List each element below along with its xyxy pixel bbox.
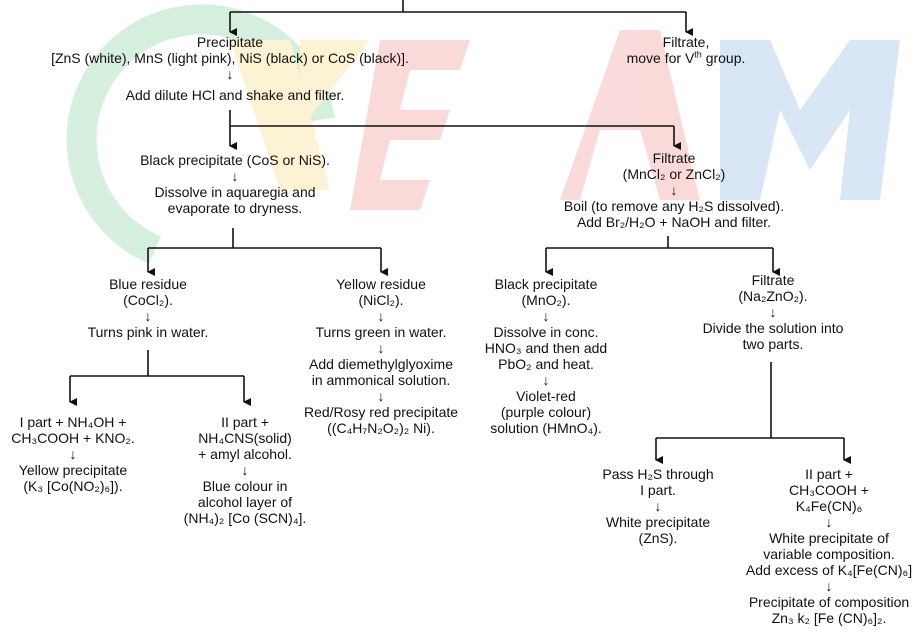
arrow-down-icon: ↓ — [670, 182, 678, 198]
yellow-residue-title: Yellow residue — [336, 276, 426, 292]
yellow-residue-formula: (NiCl₂). — [358, 292, 404, 308]
arrow-down-icon: ↓ — [377, 388, 385, 404]
filtrate-title: Filtrate, — [662, 34, 710, 50]
blue-residue-formula: (CoCl₂). — [123, 292, 173, 308]
arrow-down-icon: ↓ — [144, 308, 152, 324]
filtrate-zn-formula: (Na₂ZnO₂). — [738, 288, 808, 304]
arrow-down-icon: ↓ — [377, 340, 385, 356]
black-mno2-formula: (MnO₂). — [521, 292, 571, 308]
zn-i-line-4: (ZnS). — [638, 530, 678, 546]
arrow-down-icon: ↓ — [769, 304, 777, 320]
zn-ii-line-5: variable composition. — [763, 546, 895, 562]
zn-i-line-1: Pass H₂S through — [602, 466, 714, 482]
black-precipitate-node: Black precipitate (CoS or NiS). ↓ Dissol… — [110, 152, 360, 216]
filtrate-mn-formula: (MnCl₂ or ZnCl₂) — [622, 166, 726, 182]
arrow-down-icon: ↓ — [654, 498, 662, 514]
zn-ii-line-8: Zn₃ k₂ [Fe (CN)₆]₂. — [771, 610, 887, 626]
co-ii-line-3: + amyl alcohol. — [198, 446, 292, 462]
cobalt-i-part-node: I part + NH₄OH + CH₃COOH + KNO₂. ↓ Yello… — [0, 414, 146, 494]
violet-line-3: solution (HMnO₄). — [490, 420, 602, 436]
cobalt-ii-part-node: II part + NH₄CNS(solid) + amyl alcohol. … — [174, 414, 316, 526]
arrow-down-icon: ↓ — [542, 308, 550, 324]
turns-green-text: Turns green in water. — [315, 324, 447, 340]
filtrate-sup: th — [694, 49, 702, 60]
filtrate-move-text: move for V — [626, 50, 695, 66]
add-hcl-step: Add dilute HCl and shake and filter. — [125, 87, 345, 103]
co-i-line-4: (K₃ [Co(NO₂)₆]). — [23, 478, 123, 494]
filtrate-zn-title: Filtrate — [751, 272, 795, 288]
zn-ii-line-6: Add excess of K₄[Fe(CN)₆] — [745, 562, 913, 578]
zn-i-line-3: White precipitate — [605, 514, 711, 530]
arrow-down-icon: ↓ — [69, 446, 77, 462]
conc-line-2: HNO₃ and then add — [484, 340, 608, 356]
co-ii-line-2: NH₄CNS(solid) — [198, 430, 292, 446]
dmg-line-1: Add diemethylglyoxime — [309, 356, 453, 372]
blue-residue-title: Blue residue — [109, 276, 187, 292]
zn-i-line-2: I part. — [640, 482, 676, 498]
conc-line-1: Dissolve in conc. — [493, 324, 599, 340]
violet-line-1: Violet-red — [516, 388, 576, 404]
zinc-ii-part-node: II part + CH₃COOH + K₄Fe(CN)₆ ↓ White pr… — [736, 466, 922, 626]
conc-line-3: PbO₂ and heat. — [498, 356, 594, 372]
zn-ii-line-1: II part + — [805, 466, 853, 482]
co-ii-line-1: II part + — [221, 414, 269, 430]
zinc-i-part-node: Pass H₂S through I part. ↓ White precipi… — [590, 466, 726, 546]
arrow-down-icon: ↓ — [825, 578, 833, 594]
divide-line-2: two parts. — [742, 336, 804, 352]
co-i-line-2: CH₃COOH + KNO₂. — [11, 430, 135, 446]
black-precipitate-text: Black precipitate (CoS or NiS). — [140, 152, 330, 168]
yellow-residue-node: Yellow residue (NiCl₂). ↓ Turns green in… — [296, 276, 466, 436]
filtrate-mn-title: Filtrate — [652, 150, 696, 166]
filtrate-zn-node: Filtrate (Na₂ZnO₂). ↓ Divide the solutio… — [676, 272, 870, 352]
divide-line-1: Divide the solution into — [702, 320, 844, 336]
precipitate-list: [ZnS (white), MnS (light pink), NiS (bla… — [51, 50, 409, 66]
precipitate-group-node: Precipitate [ZnS (white), MnS (light pin… — [20, 34, 440, 82]
arrow-down-icon: ↓ — [231, 168, 239, 184]
co-i-line-1: I part + NH₄OH + — [19, 414, 127, 430]
dissolve-line-1: Dissolve in aquaregia and — [154, 184, 316, 200]
filtrate-mn-zn-node: Filtrate (MnCl₂ or ZnCl₂) ↓ Boil (to rem… — [524, 150, 824, 230]
red-ppt-line-1: Red/Rosy red precipitate — [303, 404, 459, 420]
filtrate-fifth-group-node: Filtrate, move for Vth group. — [596, 34, 776, 66]
zn-ii-line-4: White precipitate of — [769, 530, 889, 546]
co-ii-line-4: Blue colour in — [202, 478, 288, 494]
co-ii-line-5: alcohol layer of — [197, 494, 293, 510]
dmg-line-2: in ammonical solution. — [311, 372, 451, 388]
precipitate-title: Precipitate — [196, 34, 264, 50]
arrow-down-icon: ↓ — [825, 514, 833, 530]
arrow-down-icon: ↓ — [241, 462, 249, 478]
arrow-down-icon: ↓ — [542, 372, 550, 388]
blue-residue-node: Blue residue (CoCl₂). ↓ Turns pink in wa… — [60, 276, 236, 340]
arrow-down-icon: ↓ — [377, 308, 385, 324]
zn-ii-line-7: Precipitate of composition — [748, 594, 910, 610]
zn-ii-line-3: K₄Fe(CN)₆ — [795, 498, 863, 514]
co-ii-line-6: (NH₄)₂ [Co (SCN)₄]. — [183, 510, 307, 526]
filtrate-group-text: group. — [701, 50, 746, 66]
arrow-down-icon: ↓ — [226, 66, 234, 82]
red-ppt-line-2: ((C₄H₇N₂O₂)₂ Ni). — [327, 420, 435, 436]
dissolve-line-2: evaporate to dryness. — [167, 200, 303, 216]
co-i-line-3: Yellow precipitate — [18, 462, 128, 478]
black-mno2-node: Black precipitate (MnO₂). ↓ Dissolve in … — [478, 276, 614, 436]
boil-line-2: Add Br₂/H₂O + NaOH and filter. — [576, 214, 772, 230]
violet-line-2: (purple colour) — [500, 404, 592, 420]
turns-pink-text: Turns pink in water. — [87, 324, 209, 340]
zn-ii-line-2: CH₃COOH + — [789, 482, 869, 498]
boil-line-1: Boil (to remove any H₂S dissolved). — [563, 198, 785, 214]
black-mno2-title: Black precipitate — [494, 276, 598, 292]
